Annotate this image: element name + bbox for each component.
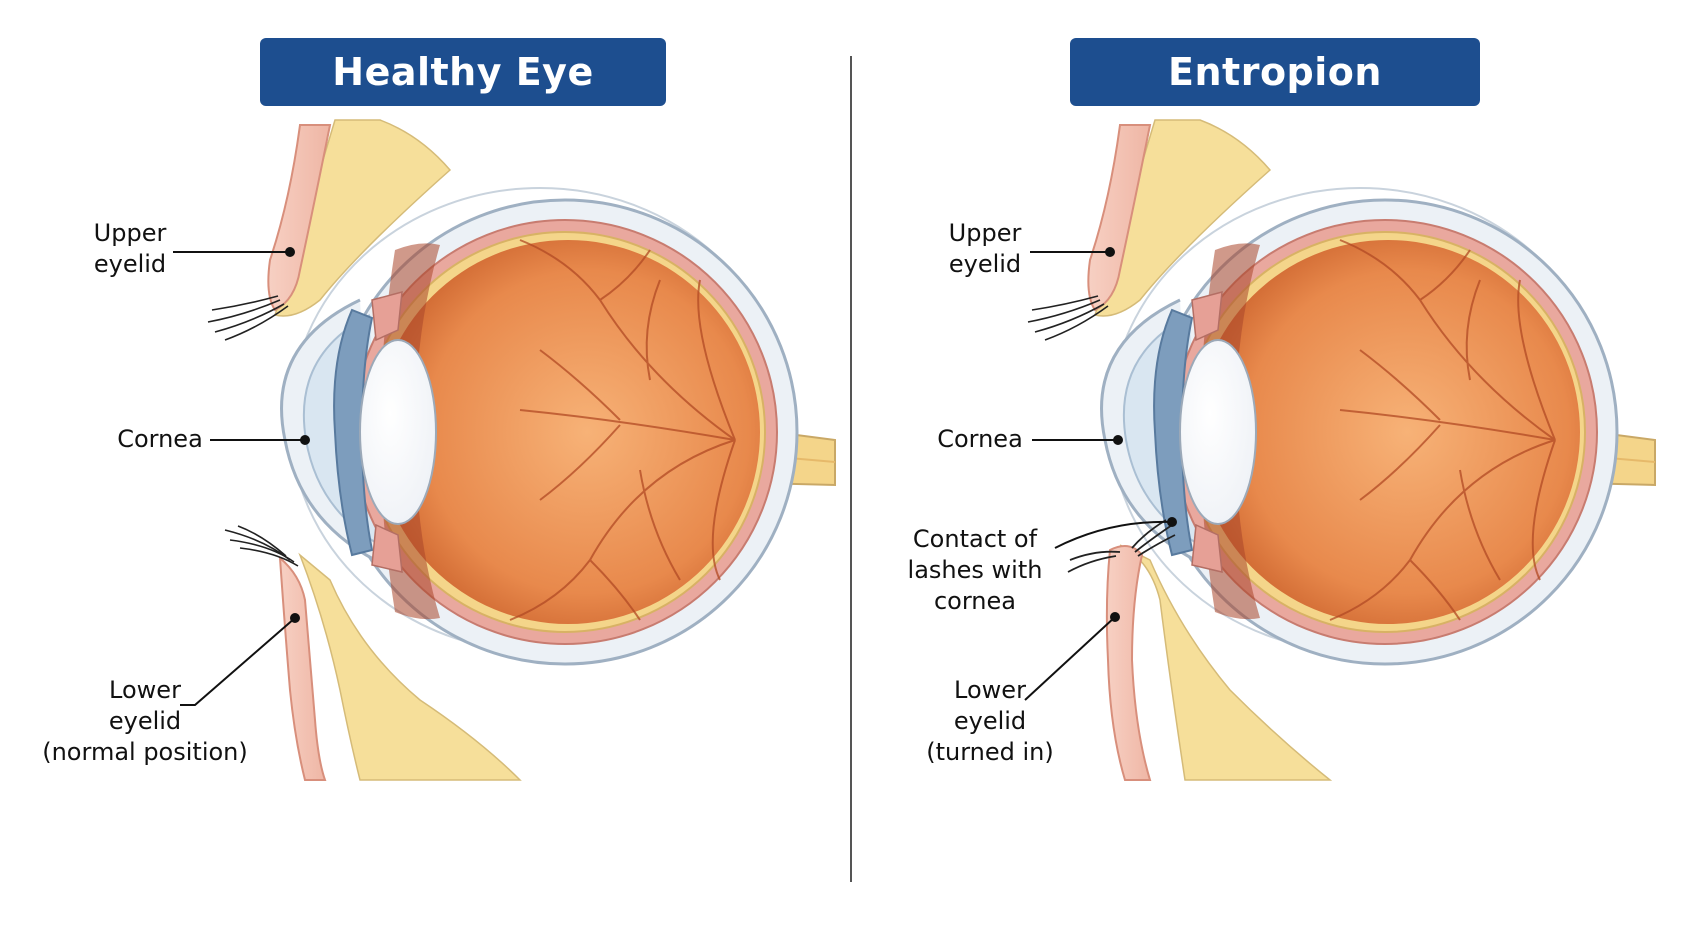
healthy-eye-illustration (207, 119, 837, 781)
label-lower-eyelid-right: Lower eyelid (turned in) (926, 676, 1054, 766)
lower-eyelid-normal (224, 525, 522, 781)
lower-eyelid-turned-in (1067, 519, 1333, 781)
healthy-eye-title: Healthy Eye (260, 38, 666, 106)
label-upper-eyelid-left: Upper eyelid (93, 219, 167, 278)
entropion-illustration (1027, 119, 1657, 781)
label-lower-eyelid-left: Lower eyelid (normal position) (42, 676, 248, 766)
label-lash-contact: Contact of lashes with cornea (907, 525, 1043, 615)
leader-lines (173, 247, 1177, 706)
label-cornea-left: Cornea (117, 425, 203, 453)
label-cornea-right: Cornea (937, 425, 1023, 453)
entropion-title: Entropion (1070, 38, 1480, 106)
panel-divider (850, 56, 852, 882)
label-upper-eyelid-right: Upper eyelid (948, 219, 1022, 278)
